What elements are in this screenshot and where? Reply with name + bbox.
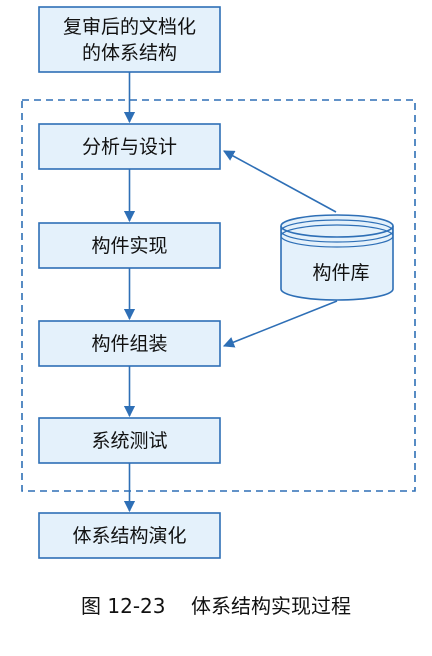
system-testing-label: 系统测试	[91, 430, 167, 452]
component-implementation-label: 构件实现	[91, 235, 167, 257]
component-repository-cylinder: 构件库	[280, 214, 394, 301]
arrow-repository-to-analysis	[223, 150, 337, 213]
process-boundary	[21, 99, 416, 492]
input-architecture-box: 复审后的文档化 的体系结构	[38, 6, 221, 73]
input-label-line2: 的体系结构	[82, 42, 177, 64]
analysis-design-box: 分析与设计	[38, 123, 221, 170]
arrow-repository-to-assembly	[222, 300, 338, 348]
architecture-evolution-box: 体系结构演化	[38, 512, 221, 559]
component-implementation-box: 构件实现	[38, 222, 221, 269]
input-label-line1: 复审后的文档化	[63, 16, 196, 38]
system-testing-box: 系统测试	[38, 417, 221, 464]
figure-caption: 图 12-23 体系结构实现过程	[0, 590, 432, 619]
component-repository-label: 构件库	[312, 262, 369, 284]
figure-number: 图 12-23	[81, 594, 166, 618]
component-assembly-label: 构件组装	[91, 333, 167, 355]
architecture-evolution-label: 体系结构演化	[72, 525, 186, 547]
figure-title: 体系结构实现过程	[190, 594, 351, 618]
analysis-design-label: 分析与设计	[82, 136, 177, 158]
component-assembly-box: 构件组装	[38, 320, 221, 367]
